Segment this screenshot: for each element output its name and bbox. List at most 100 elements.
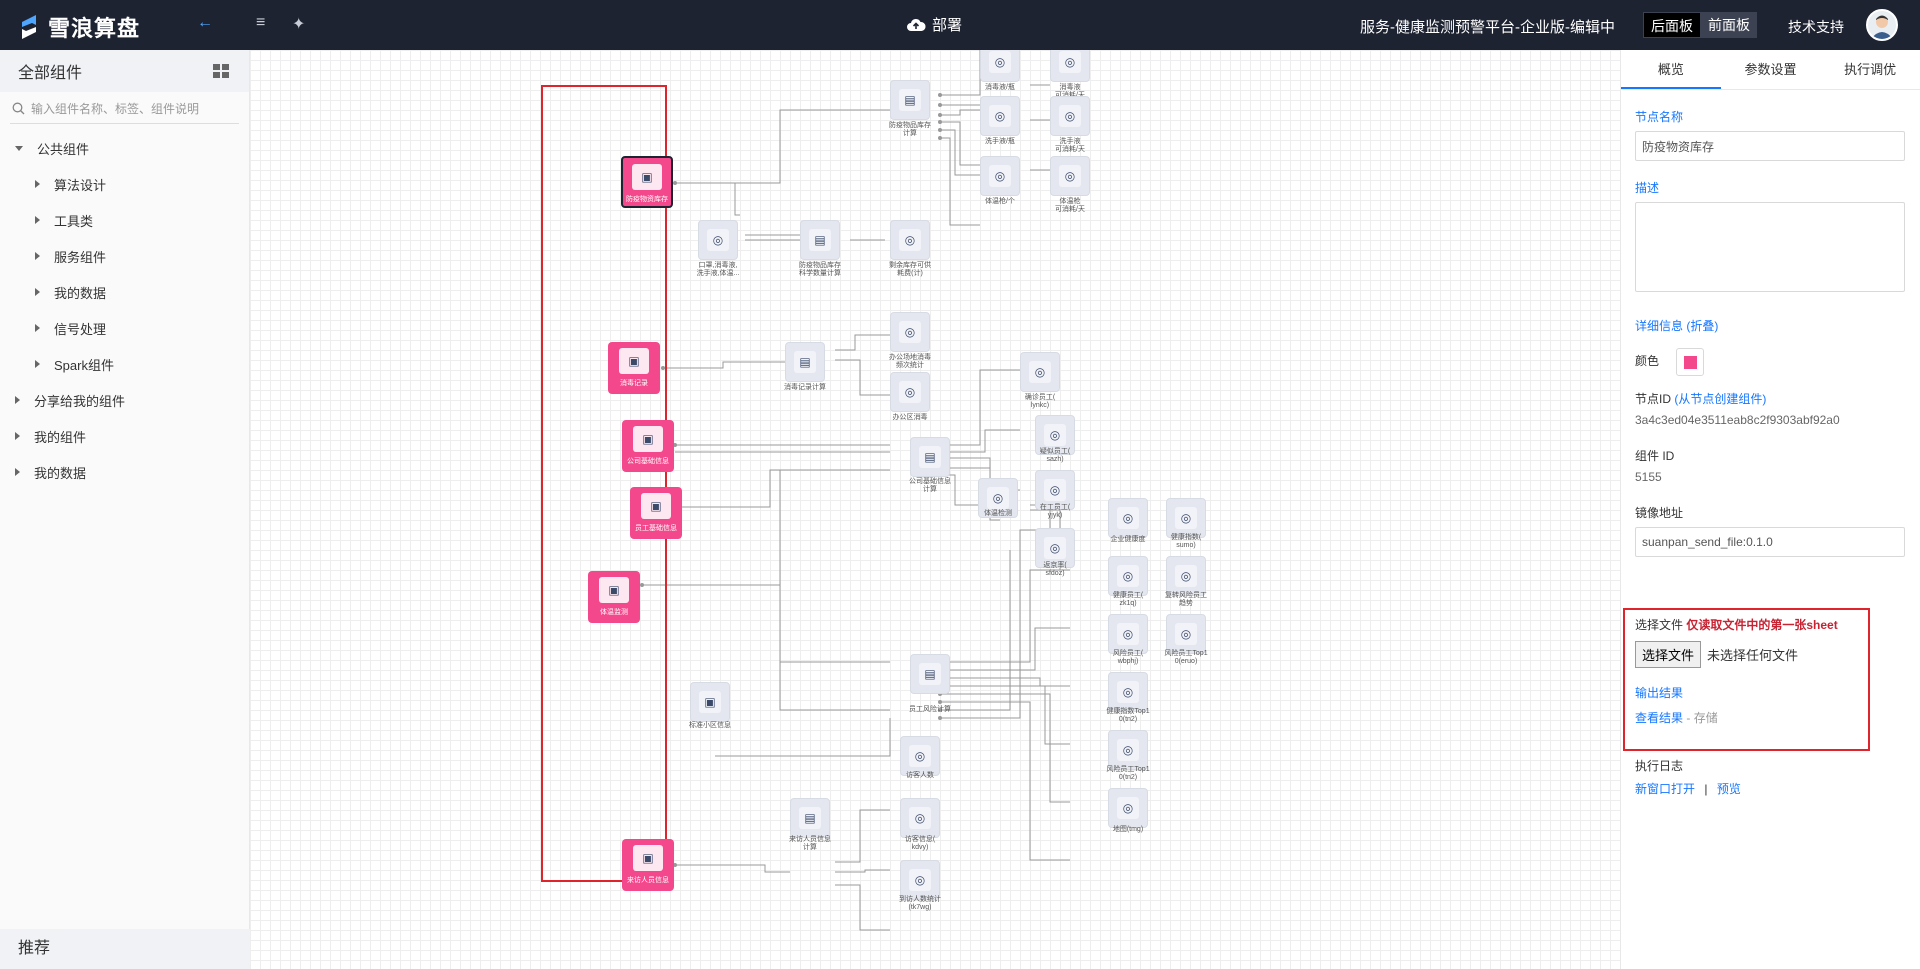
preview-link[interactable]: 预览 xyxy=(1716,782,1741,796)
tree-item-shared-components[interactable]: 分享给我的组件 xyxy=(0,382,249,418)
node-visitor-info-calc[interactable]: ▤ xyxy=(790,798,830,838)
execution-log-label: 执行日志 xyxy=(1635,759,1684,773)
tab-parameters[interactable]: 参数设置 xyxy=(1744,62,1797,77)
node-visitor-details[interactable]: ◎ xyxy=(900,798,940,838)
node-handwash-daily[interactable]: ◎ xyxy=(1050,96,1090,136)
tree-item-my-data[interactable]: 我的数据 xyxy=(0,274,249,310)
node-recovery-risk-trend[interactable]: ◎ xyxy=(1166,556,1206,596)
node-return-rate[interactable]: ◎ xyxy=(1035,528,1075,568)
node-disinfection-calc[interactable]: ▤ xyxy=(785,342,825,382)
node-enterprise-health[interactable]: ◎ xyxy=(1108,498,1148,538)
color-picker[interactable] xyxy=(1676,348,1705,376)
choose-file-button[interactable]: 选择文件 xyxy=(1635,641,1702,668)
component-tree: 公共组件 算法设计 工具类 服务组件 我的数据 信号处理 Spark组件 分享给… xyxy=(0,130,249,490)
node-health-index[interactable]: ◎ xyxy=(1166,498,1206,538)
app-logo[interactable]: 雪浪算盘 xyxy=(18,11,140,43)
node-supplies-split[interactable]: ◎ xyxy=(698,220,738,260)
open-new-window-link[interactable]: 新窗口打开 xyxy=(1635,782,1696,796)
collapse-arrow-icon[interactable]: ← xyxy=(197,14,213,31)
deploy-label: 部署 xyxy=(932,17,963,34)
node-working-employees[interactable]: ◎ xyxy=(1035,470,1075,510)
grid-view-icon[interactable] xyxy=(213,64,229,78)
detail-fold-link[interactable]: (折叠) xyxy=(1686,319,1719,333)
node-employee-basic-info[interactable]: ▣ 员工基础信息 xyxy=(630,487,682,539)
node-name-input[interactable] xyxy=(1635,131,1905,161)
cloud-upload-icon xyxy=(907,18,926,31)
description-textarea[interactable] xyxy=(1635,202,1905,292)
node-remaining-inventory[interactable]: ◎ xyxy=(890,220,930,260)
magic-wand-icon[interactable]: ✦ xyxy=(292,16,306,33)
node-disinfectant-daily[interactable]: ◎ xyxy=(1050,50,1090,82)
output-result-links: 查看结果 - 存储 xyxy=(1635,709,1858,726)
node-company-basic-info[interactable]: ▣ 公司基础信息 xyxy=(622,420,674,472)
node-disinfection-records[interactable]: ▣ 消毒记录 xyxy=(608,342,660,394)
node-suspected-employees[interactable]: ◎ xyxy=(1035,415,1075,455)
node-temperature-check[interactable]: ◎ xyxy=(978,478,1018,518)
book-icon: ▤ xyxy=(919,446,941,468)
component-search-input[interactable] xyxy=(31,101,231,116)
globe-icon: ◎ xyxy=(989,51,1011,73)
tree-item-signal-processing[interactable]: 信号处理 xyxy=(0,310,249,346)
book-icon: ▤ xyxy=(919,663,941,685)
node-thermometer-daily[interactable]: ◎ xyxy=(1050,156,1090,196)
tree-item-tools[interactable]: 工具类 xyxy=(0,202,249,238)
globe-icon: ◎ xyxy=(1029,361,1051,383)
tree-item-my-components[interactable]: 我的组件 xyxy=(0,418,249,454)
node-label: 在工员工(yjyk) xyxy=(1039,504,1071,519)
node-risk-employee-top10[interactable]: ◎ xyxy=(1108,730,1148,770)
node-disinfectant-bottle[interactable]: ◎ xyxy=(980,50,1020,82)
tech-support-link[interactable]: 技术支持 xyxy=(1788,19,1844,35)
node-label: 访客人数 xyxy=(906,772,934,779)
node-epidemic-supplies-inventory[interactable]: ▣ 防疫物资库存 xyxy=(621,156,673,208)
globe-icon: ◎ xyxy=(1117,565,1139,587)
outline-list-icon[interactable]: ≡ xyxy=(256,14,266,31)
back-board-button[interactable]: 后面板 xyxy=(1643,12,1701,38)
selection-highlight-box xyxy=(541,85,667,882)
node-temperature-monitoring[interactable]: ▣ 体温监测 xyxy=(588,571,640,623)
tree-item-algorithm-design[interactable]: 算法设计 xyxy=(0,166,249,202)
properties-body: 节点名称 描述 详细信息 (折叠) 颜色 节点ID (从节点创建组件) 3a4c… xyxy=(1621,108,1920,797)
node-label: 健康指数(sumo) xyxy=(1170,534,1202,549)
node-thermometer-count[interactable]: ◎ xyxy=(980,156,1020,196)
node-standard-community-info[interactable]: ▣ xyxy=(690,682,730,722)
globe-icon: ◎ xyxy=(1044,479,1066,501)
node-visitor-info[interactable]: ▣ 来访人员信息 xyxy=(622,839,674,891)
tree-item-service-components[interactable]: 服务组件 xyxy=(0,238,249,274)
deploy-button[interactable]: 部署 xyxy=(906,14,962,35)
node-risk-employees[interactable]: ◎ xyxy=(1108,614,1148,654)
recommend-section[interactable]: 推荐 xyxy=(0,929,250,969)
tree-item-my-data-root[interactable]: 我的数据 xyxy=(0,454,249,490)
globe-icon: ◎ xyxy=(899,321,921,343)
tree-item-public-components[interactable]: 公共组件 xyxy=(0,130,249,166)
tab-execution-tuning[interactable]: 执行调优 xyxy=(1844,62,1897,77)
image-address-input[interactable] xyxy=(1635,527,1905,557)
node-label: 访客信息(kdvy) xyxy=(904,836,936,851)
tree-item-spark-components[interactable]: Spark组件 xyxy=(0,346,249,382)
node-healthy-employees[interactable]: ◎ xyxy=(1108,556,1148,596)
cube-icon: ▣ xyxy=(633,426,663,452)
node-risk-top10[interactable]: ◎ xyxy=(1166,614,1206,654)
create-component-from-node-link[interactable]: (从节点创建组件) xyxy=(1674,392,1767,406)
node-health-index-top10[interactable]: ◎ xyxy=(1108,672,1148,712)
caret-right-icon xyxy=(35,360,40,368)
node-employee-risk-calc[interactable]: ▤ xyxy=(910,654,950,694)
node-office-disinfection-freq[interactable]: ◎ xyxy=(890,312,930,352)
node-scientific-inventory[interactable]: ▤ xyxy=(800,220,840,260)
node-inventory-calc[interactable]: ▤ xyxy=(890,80,930,120)
tab-overview[interactable]: 概览 xyxy=(1621,50,1721,89)
globe-icon: ◎ xyxy=(1117,797,1139,819)
node-office-disinfection[interactable]: ◎ xyxy=(890,372,930,412)
cube-icon: ▣ xyxy=(619,348,649,374)
node-visit-count-stats[interactable]: ◎ xyxy=(900,860,940,900)
caret-right-icon xyxy=(35,288,40,296)
node-visitor-count[interactable]: ◎ xyxy=(900,736,940,776)
node-handwash-bottle[interactable]: ◎ xyxy=(980,96,1020,136)
node-map[interactable]: ◎ xyxy=(1108,788,1148,828)
view-result-link[interactable]: 查看结果 xyxy=(1635,711,1684,725)
node-confirmed-employees[interactable]: ◎ xyxy=(1020,352,1060,392)
avatar[interactable] xyxy=(1866,9,1898,41)
node-company-info-calc[interactable]: ▤ xyxy=(910,437,950,477)
front-board-button[interactable]: 前面板 xyxy=(1701,12,1757,38)
flow-canvas[interactable]: ▣ 防疫物资库存 ▣ 消毒记录 ▣ 公司基础信息 ▣ 员工基础信息 ▣ 体温监测… xyxy=(250,50,1620,969)
